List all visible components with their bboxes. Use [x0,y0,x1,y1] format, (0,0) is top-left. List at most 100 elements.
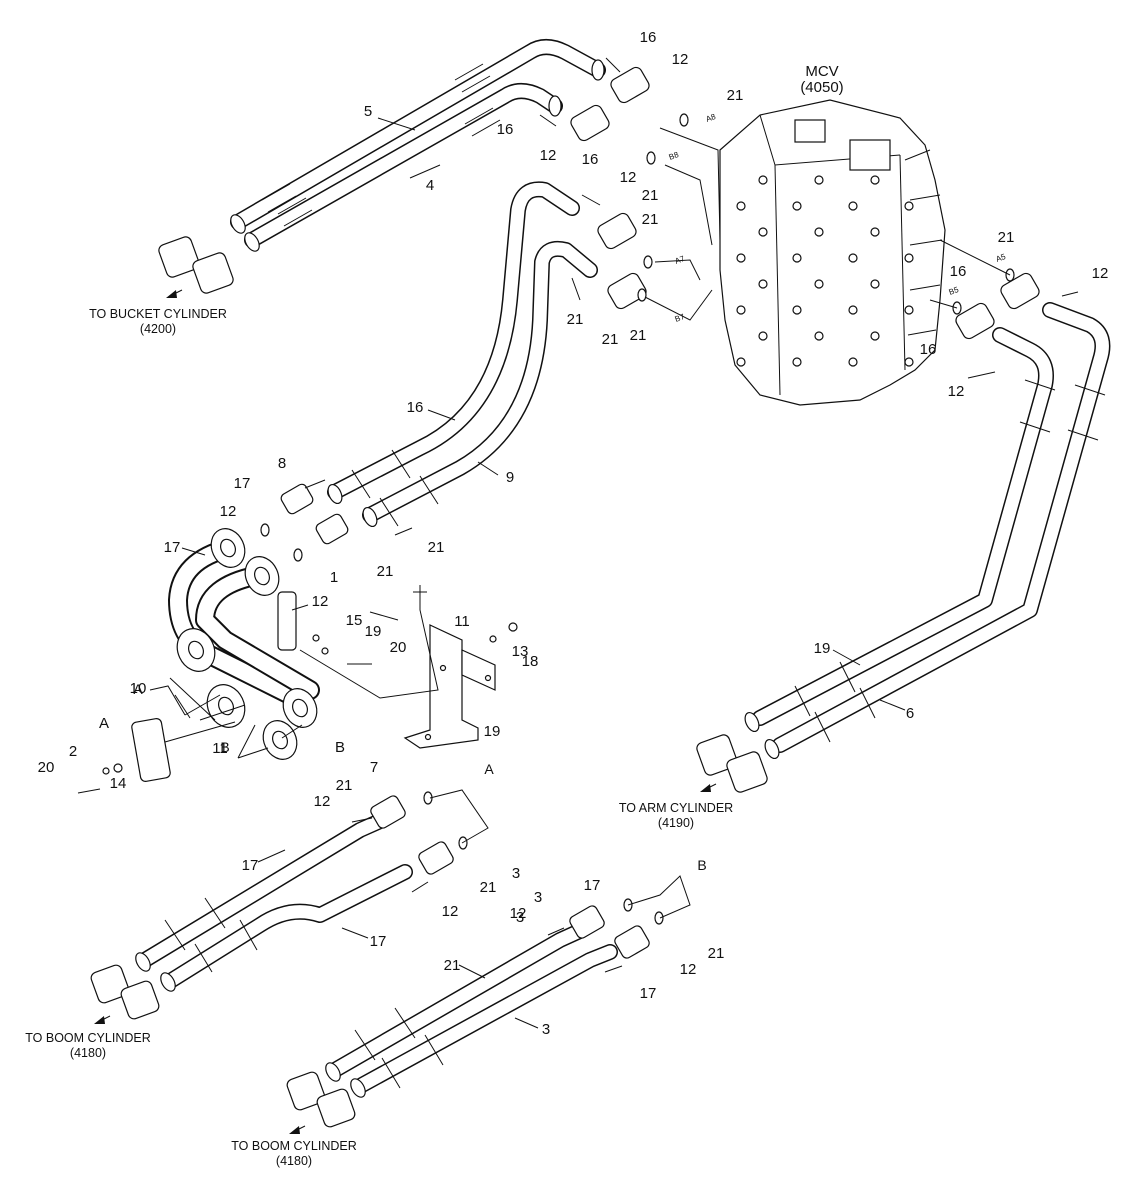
callout-17: 17 [370,933,387,950]
callout-11: 11 [454,613,470,630]
callout-12: 12 [620,169,637,186]
mcv-bolt-icon [792,201,802,211]
destination-arm-code: (4190) [658,816,694,830]
callout-17: 17 [242,857,259,874]
direction-arrows [94,289,717,1134]
callout-21: 21 [642,211,659,228]
destination-boom-right-code: (4180) [276,1154,312,1168]
callout-12: 12 [312,593,329,610]
callout-21: 21 [567,311,584,328]
junction-label-a: A [484,761,494,777]
leader-lines [181,117,906,1029]
port-label-a8: A8 [705,112,718,124]
callout-16: 16 [920,341,937,358]
callout-17: 17 [164,539,181,556]
mcv-bolt-icon [904,253,914,263]
callout-2: 2 [69,743,77,760]
mcv-valve-block: MCV (4050) [719,63,946,406]
o-rings [260,113,1015,925]
callout-5: 5 [364,103,372,120]
mcv-bolt-icon [792,357,802,367]
junction-label-b: B [697,857,706,873]
mcv-bolt-icon [792,305,802,315]
callout-12: 12 [680,961,697,978]
bolts-and-hardware [77,57,1079,973]
callout-3: 3 [542,1021,550,1038]
callout-21: 21 [998,229,1015,246]
callout-16: 16 [640,29,657,46]
callout-14: 14 [110,775,127,792]
destination-bucket-code: (4200) [140,322,176,336]
callout-17: 17 [640,985,657,1002]
callout-12: 12 [948,383,965,400]
mcv-bolt-icon [814,175,824,185]
callout-21: 21 [377,563,394,580]
callout-21: 21 [708,945,725,962]
mcv-code: (4050) [800,79,843,96]
callout-17: 17 [584,877,601,894]
port-label-a7: A7 [674,254,687,266]
callout-3: 3 [516,909,524,926]
destination-boom-left-name: TO BOOM CYLINDER [25,1031,150,1045]
destination-boom-right: TO BOOM CYLINDER (4180) [231,1139,356,1168]
callout-21: 21 [444,957,461,974]
destination-boom-right-name: TO BOOM CYLINDER [231,1139,356,1153]
mcv-bolt-icon [792,253,802,263]
callout-19: 19 [484,723,501,740]
hose-group-boom-right [325,922,618,1098]
callout-12: 12 [1092,265,1109,282]
callout-20: 20 [390,639,407,656]
hose-group-middle [327,181,598,528]
callout-17: 17 [234,475,251,492]
callout-7: 7 [370,759,378,776]
callout-20: 20 [38,759,55,776]
mcv-bolt-icon [758,175,768,185]
callout-11: 11 [212,740,228,757]
junction-label-b: B [220,739,229,755]
mcv-bolt-icon [848,201,858,211]
destination-arm-name: TO ARM CYLINDER [619,801,733,815]
port-label-b8: B8 [668,150,681,162]
mcv-bolt-icon [736,305,746,315]
destination-boom-left: TO BOOM CYLINDER (4180) [25,1031,150,1060]
mcv-bolt-icon [758,279,768,289]
mcv-label: MCV [805,63,838,80]
callout-21: 21 [630,327,647,344]
mcv-bolt-icon [814,331,824,341]
callout-16: 16 [950,263,967,280]
junction-lines [149,127,1011,919]
mcv-bolt-icon [870,279,880,289]
callout-12: 12 [314,793,331,810]
mcv-bolt-icon [736,253,746,263]
hose-group-boom-left [135,814,413,992]
callout-18: 18 [522,653,539,670]
port-label-b5: B5 [948,285,961,297]
mcv-bolt-icon [904,305,914,315]
callout-21: 21 [602,331,619,348]
callout-21: 21 [480,879,497,896]
callout-12: 12 [510,905,527,922]
mcv-bolt-icon [814,279,824,289]
callout-6: 6 [906,705,914,722]
mcv-bolt-icon [848,305,858,315]
mcv-bolt-icon [758,331,768,341]
steel-pipe-assembly [131,528,320,782]
callout-13: 13 [512,643,529,660]
callout-4: 4 [426,177,434,194]
destination-bucket-name: TO BUCKET CYLINDER [89,307,227,321]
callout-21: 21 [642,187,659,204]
port-label-a5: A5 [995,252,1008,264]
callout-16: 16 [497,121,514,138]
callout-A: A [99,715,109,732]
mcv-bolt-icon [736,357,746,367]
hose-group-arm [744,302,1111,760]
callout-12: 12 [672,51,689,68]
mcv-bolt-icon [870,227,880,237]
callout-12: 12 [540,147,557,164]
destination-boom-left-code: (4180) [70,1046,106,1060]
callout-21: 21 [727,87,744,104]
